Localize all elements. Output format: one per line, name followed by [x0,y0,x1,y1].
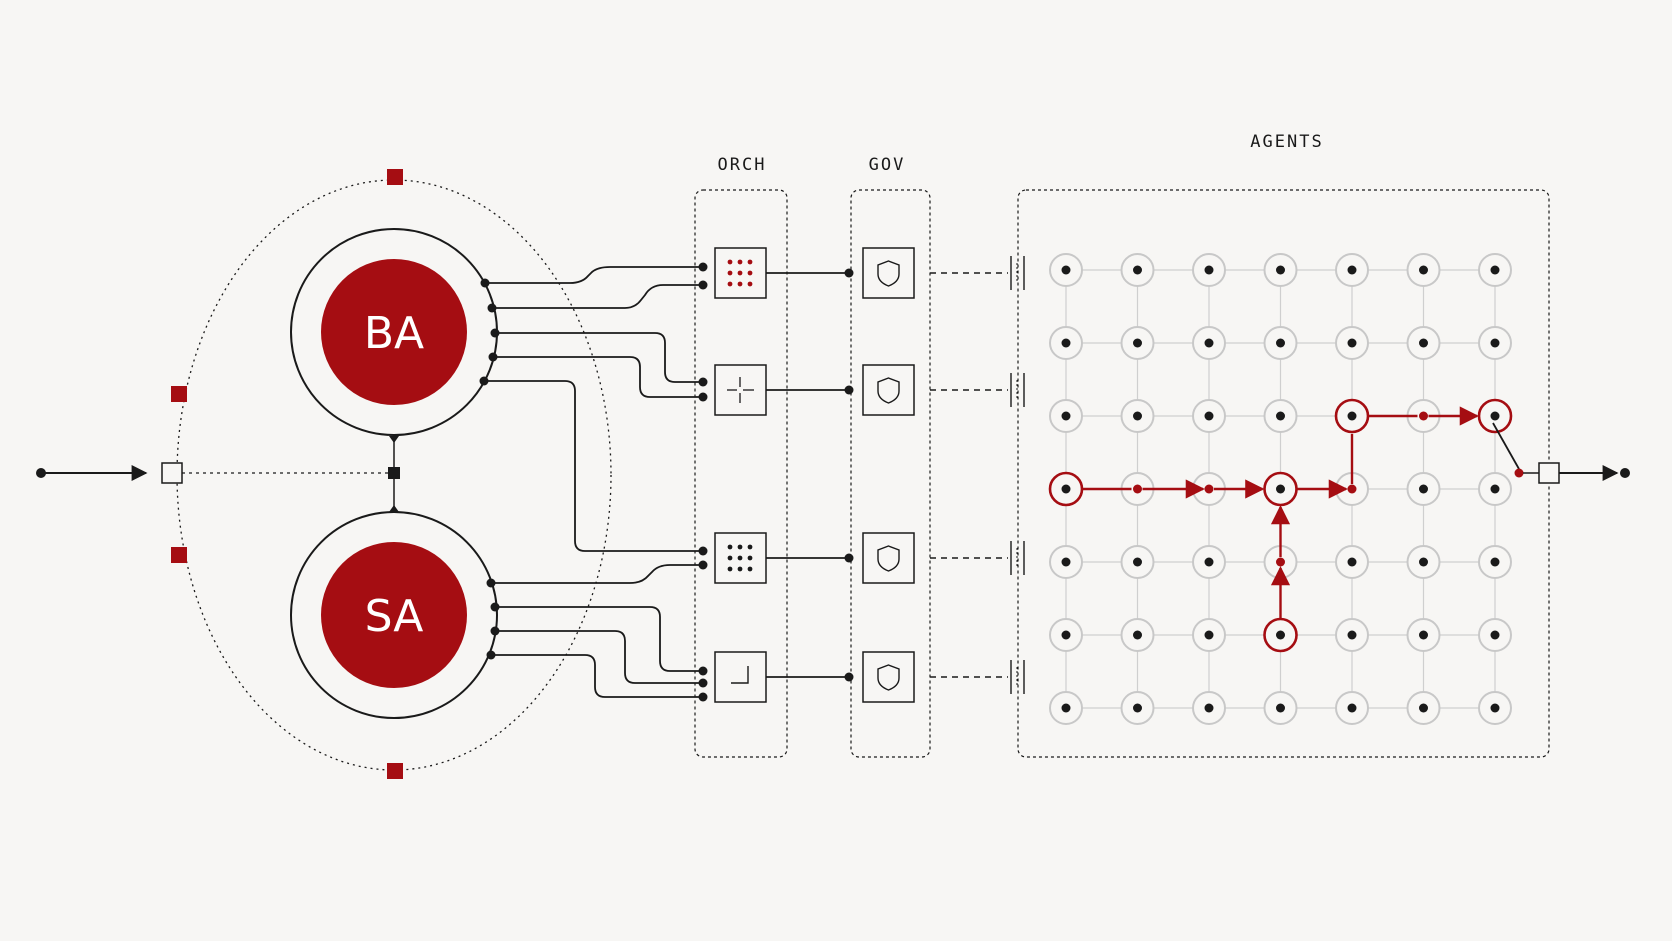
agent-node[interactable] [1263,691,1298,725]
ba-core[interactable] [321,259,467,405]
orch-input-dots [698,262,708,702]
gov-label: GOV [869,155,906,175]
agent-node[interactable] [1335,545,1369,579]
junction-notch-top [389,436,399,443]
agent-node[interactable] [1120,326,1155,360]
agent-node[interactable] [1334,398,1370,434]
output-port [1538,462,1560,484]
agent-node[interactable] [1049,691,1083,725]
agent-node[interactable] [1406,326,1441,360]
agent-node[interactable] [1335,618,1369,652]
orbit-marker-left-lower [171,547,187,563]
agent-node[interactable] [1406,691,1441,725]
orch-module-4[interactable] [714,651,767,703]
crosshair-icon [727,377,754,403]
shield-icon [877,664,900,691]
sa-port-dots [486,578,500,660]
agents-label: AGENTS [1250,132,1323,152]
orch-panel [694,189,788,758]
exit-link [1492,422,1520,470]
agent-node[interactable] [1049,618,1083,652]
agent-node[interactable] [1192,618,1226,652]
agent-node[interactable] [1478,691,1512,725]
orbit-marker-top [387,169,403,185]
agent-node[interactable] [1263,471,1298,507]
agent-node[interactable] [1478,253,1512,287]
corner-bracket-icon [731,666,749,684]
orch-label: ORCH [718,155,767,175]
agent-node[interactable] [1406,545,1441,579]
ba-label: BA [364,308,424,359]
agent-gate-bracket [1010,541,1025,575]
agent-node[interactable] [1192,326,1226,360]
output-sink-dot [1620,468,1630,478]
gov-module-4[interactable] [862,651,915,703]
agent-node[interactable] [1335,326,1369,360]
orch-module-1[interactable] [714,247,767,299]
agent-node[interactable] [1478,545,1512,579]
agent-node[interactable] [1048,471,1084,507]
agent-grid [1048,253,1513,725]
gov-input-dots [844,268,854,682]
agent-node[interactable] [1120,618,1155,652]
dot-grid-icon [727,544,753,572]
agent-node[interactable] [1120,545,1155,579]
gov-module-1[interactable] [862,247,915,299]
sa-connectors [491,564,703,698]
agent-node[interactable] [1478,326,1512,360]
input-port [161,462,183,484]
agent-node[interactable] [1049,399,1083,433]
agent-node[interactable] [1335,253,1369,287]
agent-node[interactable] [1192,399,1226,433]
agent-node[interactable] [1478,472,1512,506]
agent-node[interactable] [1263,253,1298,287]
gov-module-3[interactable] [862,532,915,584]
sa-core[interactable] [321,542,467,688]
gov-panel [850,189,931,758]
agent-node[interactable] [1120,399,1155,433]
agent-node[interactable] [1263,617,1298,653]
agent-node[interactable] [1192,691,1226,725]
orch-module-3[interactable] [714,532,767,584]
dot-grid-red-icon [727,259,753,287]
gov-module-2[interactable] [862,364,915,416]
junction-notch-bottom [389,505,399,512]
gov-modules [862,247,915,703]
orch-gov-links [766,272,849,678]
exit-dot [1514,468,1524,478]
agent-node[interactable] [1263,326,1298,360]
ba-port-dots [479,278,500,386]
agent-node[interactable] [1120,691,1155,725]
orbit-marker-bottom [387,763,403,779]
agent-node[interactable] [1406,253,1441,287]
agent-node[interactable] [1406,472,1441,506]
agent-node[interactable] [1049,326,1083,360]
shield-icon [877,260,900,287]
agent-gate-bracket [1010,660,1025,694]
orbit-marker-left-upper [171,386,187,402]
agent-node[interactable] [1049,545,1083,579]
agent-gate-bracket [1010,256,1025,290]
orch-module-2[interactable] [714,364,767,416]
agent-node[interactable] [1406,618,1441,652]
agent-node[interactable] [1192,253,1226,287]
sa-label: SA [365,591,424,642]
agent-node[interactable] [1263,399,1298,433]
agent-node[interactable] [1477,398,1513,434]
junction-square [388,467,400,479]
agent-node[interactable] [1335,691,1369,725]
shield-icon [877,545,900,572]
agent-node[interactable] [1478,618,1512,652]
agent-node[interactable] [1120,253,1155,287]
agent-node[interactable] [1049,253,1083,287]
agent-node[interactable] [1192,545,1226,579]
gov-agent-links [930,256,1025,694]
ba-connectors [484,266,703,552]
shield-icon [877,377,900,404]
agent-gate-bracket [1010,373,1025,407]
